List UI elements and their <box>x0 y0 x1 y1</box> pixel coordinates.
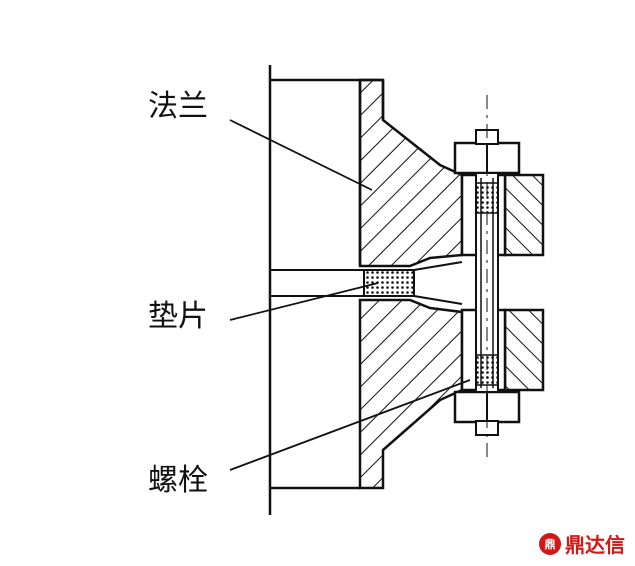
label-gasket: 垫片 <box>148 299 208 334</box>
upper-flange <box>358 78 464 268</box>
leader-gasket <box>229 282 379 321</box>
right-flange-upper <box>503 173 545 257</box>
leader-bolt <box>229 379 471 471</box>
right-flange-lower <box>503 308 545 392</box>
watermark-text: 鼎达信 <box>565 533 625 557</box>
label-bolt: 螺栓 <box>148 463 208 498</box>
label-flange: 法兰 <box>148 89 208 124</box>
leader-flange <box>229 119 373 191</box>
gasket <box>363 269 415 297</box>
watermark-logo: 鼎 鼎达信 <box>539 529 625 558</box>
lower-flange <box>358 298 464 490</box>
logo-mark-icon: 鼎 <box>539 532 561 555</box>
